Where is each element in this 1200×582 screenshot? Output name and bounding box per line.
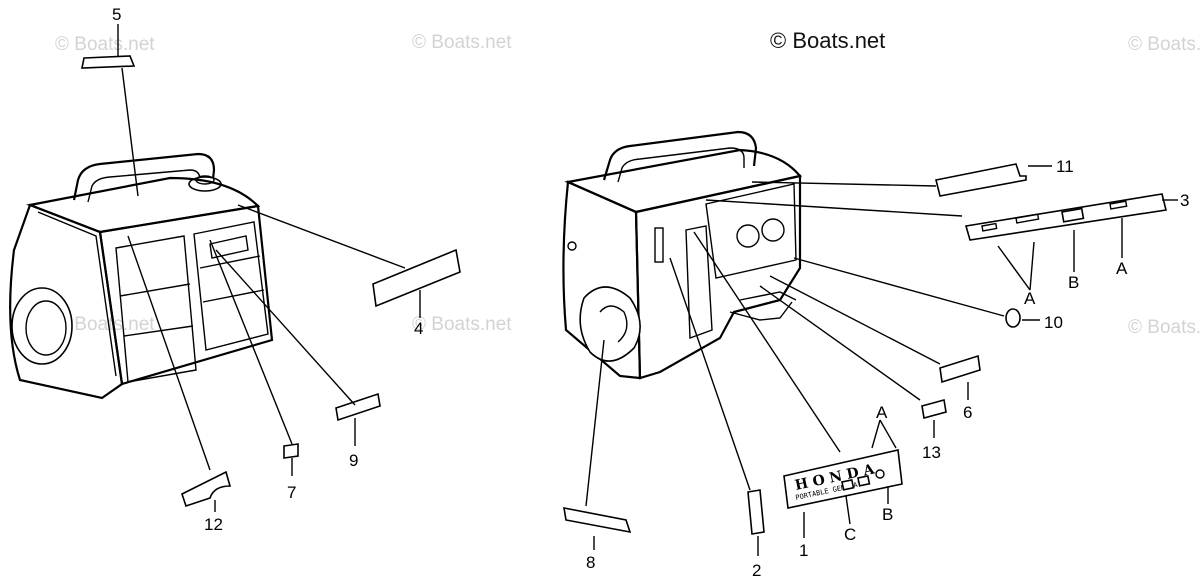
decal-9 (335, 392, 381, 422)
watermark-top-mid: © Boats.net (412, 32, 512, 53)
watermark-mid-right: © Boats.net (1128, 317, 1200, 338)
honda-emblem: H O N D A PORTABLE GENERATOR (783, 449, 903, 509)
decal-4 (372, 248, 461, 308)
callout-13: 13 (922, 443, 941, 462)
sublabel-c-emblem: C (844, 525, 856, 544)
decal-12 (181, 470, 232, 508)
watermark-top-right: © Boats.net (1128, 34, 1200, 55)
decal-13 (921, 398, 947, 420)
decal-6 (939, 354, 981, 384)
left-generator (9, 152, 274, 400)
callout-labels: 5 4 9 7 12 11 3 10 6 13 1 8 2 A B A A C … (112, 5, 1189, 580)
leader-lines (117, 24, 1178, 556)
sublabel-b-label: B (1068, 273, 1079, 292)
watermark-mid-center: © Boats.net (412, 314, 512, 335)
callout-11: 11 (1056, 157, 1074, 176)
decal-2 (747, 489, 765, 535)
callout-6: 6 (963, 403, 972, 422)
watermark-main: © Boats.net (770, 28, 885, 53)
callout-4: 4 (414, 319, 423, 338)
watermark-top-left: © Boats.net (55, 34, 155, 55)
callout-8: 8 (586, 553, 595, 572)
sublabel-a-right: A (1116, 259, 1128, 278)
callout-5: 5 (112, 5, 121, 24)
decal-8 (563, 506, 632, 534)
sublabel-b-emblem: B (882, 505, 893, 524)
callout-9: 9 (349, 451, 358, 470)
part-10 (1005, 308, 1021, 328)
callout-1: 1 (799, 541, 808, 560)
callout-10: 10 (1044, 313, 1063, 332)
callout-7: 7 (287, 483, 296, 502)
callout-12: 12 (204, 515, 223, 534)
sublabel-a-left: A (1024, 289, 1036, 308)
right-generator (562, 130, 803, 380)
decal-11 (935, 163, 1027, 197)
decal-5 (81, 55, 136, 69)
sublabel-a-emblem: A (876, 403, 888, 422)
callout-2: 2 (752, 561, 761, 580)
decal-7 (283, 443, 299, 459)
callout-3: 3 (1180, 191, 1189, 210)
watermark-mid-left: © Boats.net (55, 314, 155, 335)
